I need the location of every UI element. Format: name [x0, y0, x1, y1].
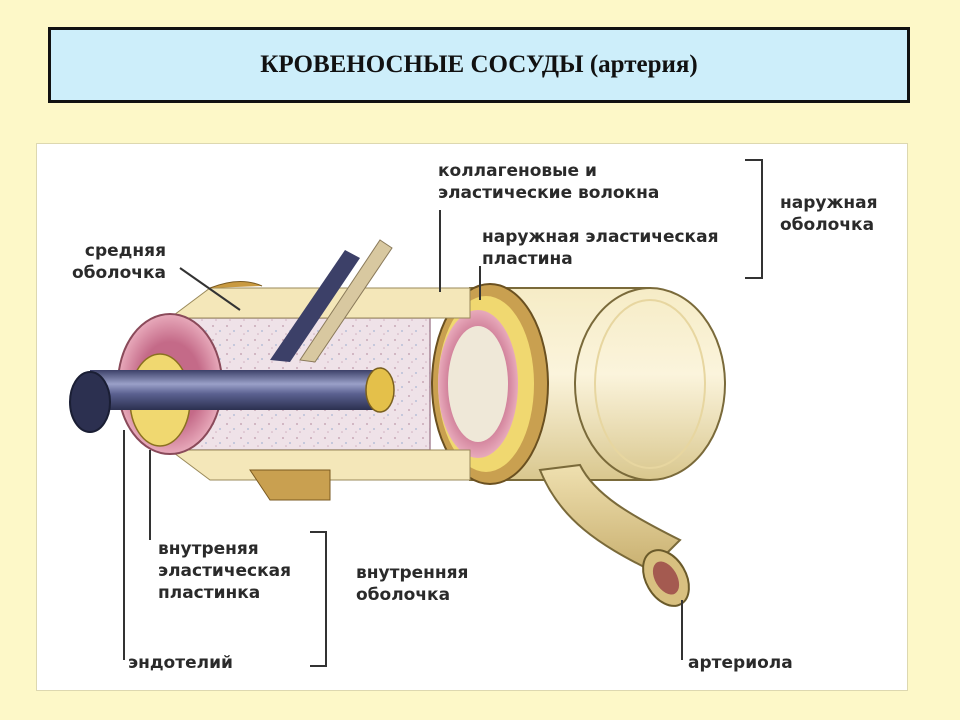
label-collagen-fibers: коллагеновые и эластические волокна	[438, 160, 659, 204]
label-media: средняя оболочка	[58, 240, 166, 284]
label-intima-line2: оболочка	[356, 585, 451, 605]
label-arteriole: артериола	[688, 653, 793, 673]
endothelium-tube	[69, 367, 395, 433]
label-outer-lamina-line1: наружная эластическая	[482, 227, 719, 247]
label-adventitia-line1: наружная	[780, 193, 878, 213]
label-intima: внутренняя оболочка	[356, 562, 468, 606]
label-endothelium: эндотелий	[128, 653, 233, 673]
bracket-adventitia	[745, 159, 763, 279]
title-banner: КРОВЕНОСНЫЕ СОСУДЫ (артерия)	[48, 27, 910, 103]
label-inner-lamina-line3: пластинка	[158, 583, 261, 603]
label-outer-lamina-line2: пластина	[482, 249, 573, 269]
label-adventitia: наружная оболочка	[780, 192, 878, 236]
leader-media	[179, 267, 241, 311]
label-outer-elastic-lamina: наружная эластическая пластина	[482, 226, 718, 270]
bracket-intima	[310, 531, 327, 667]
label-inner-lamina-line2: эластическая	[158, 561, 292, 581]
label-collagen-line2: эластические волокна	[438, 183, 660, 203]
label-adventitia-line2: оболочка	[780, 215, 875, 235]
annotation-lines	[123, 159, 763, 667]
arteriole-branch	[538, 463, 690, 607]
label-collagen-line1: коллагеновые и	[438, 161, 597, 181]
label-media-line2: оболочка	[71, 263, 166, 283]
page-title: КРОВЕНОСНЫЕ СОСУДЫ (артерия)	[260, 51, 698, 78]
wall-cross-section	[431, 283, 549, 485]
vasa-vasorum	[270, 239, 393, 363]
label-inner-elastic-lamina: внутреняя эластическая пластинка	[158, 538, 291, 604]
label-intima-line1: внутренняя	[356, 563, 469, 583]
label-inner-lamina-line1: внутреняя	[158, 539, 259, 559]
label-media-line1: средняя	[84, 241, 166, 261]
